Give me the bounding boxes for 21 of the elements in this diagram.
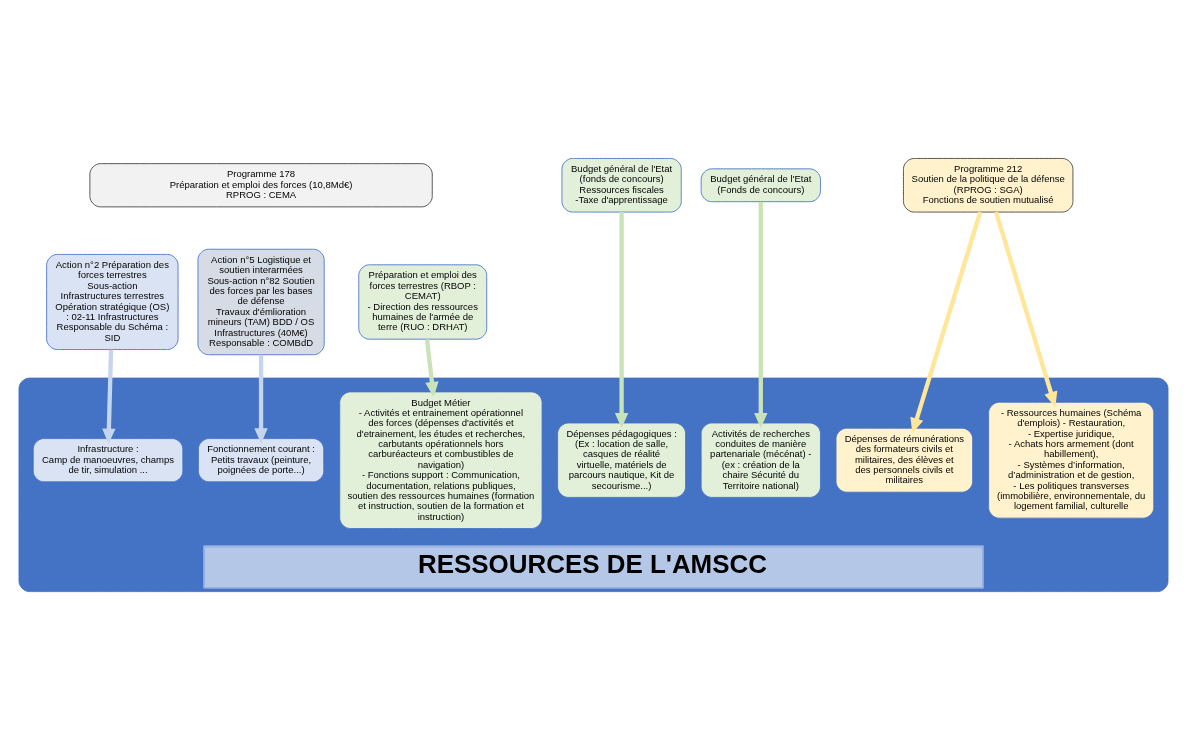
arrow	[910, 210, 983, 433]
node-box: Budget Métier - Activités et entrainement opérationnel des forces (dépenses d'activités et d'etrainement, les études et recherches, carbutants opérationnels hors carburéacteurs et combustibles de navigation) - Fonctions support : Communication, documentation, relations publiques, soutien des ressources humaines (formation et instruction, soutien de la formation et instruction)	[339, 390, 543, 529]
arrow	[254, 354, 268, 444]
arrow	[994, 210, 1058, 407]
node-box: Dépenses de rémunérations des formateurs civils et militaires, des élèves et des personnels civils et militaires	[835, 427, 974, 493]
arrow	[424, 338, 439, 397]
node-box: Programme 212 Soutien de la politique de la défense (RPROG : SGA) Fonctions de soutien mutualisé	[903, 157, 1074, 212]
node-box: Budget général de l'Etat (Fonds de concours)	[700, 167, 821, 202]
arrow	[614, 211, 629, 428]
node-box: Dépenses pédagogiques : (Ex : location de salle, casques de réalité virtuelle, matériels de parcours nautique, Kit de secourisme...)	[557, 422, 686, 498]
node-box: Fonctionnement courant : Petits travaux (peinture, poignées de porte...)	[197, 437, 325, 482]
node-box: - Ressources humaines (Schéma d'emplois) - Restauration, - Expertise juridique, - Achats hors armement (dont habillement), - Systèmes d’information, d’administration et de gestion, - Les politiques transverses (immobilière, environnementale, du logement familial, culturelle	[988, 401, 1155, 519]
node-box: Activités de recherches conduites de manière partenariale (mécénat) - (ex : création de la chaire Sécurité du Territoire national)	[700, 422, 821, 498]
node-box: Action n°5 Logistique et soutien interarmées Sous-action n°82 Soutien des forces par les bases de défense Travaux d'émlioration mineurs (TAM) BDD / OS Infrastructures (40M€) Responsable : COMBdD	[197, 248, 325, 355]
arrow	[754, 201, 768, 428]
node-box: Budget général de l'Etat (fonds de concours) Ressources fiscales -Taxe d'apprentissage	[561, 157, 682, 212]
arrow	[102, 349, 116, 444]
node-box: Programme 178 Préparation et emploi des forces (10,8Md€) RPROG : CEMA	[89, 162, 433, 207]
node-box: Action n°2 Préparation des forces terrestres Sous-action Infrastructures terrestres Opération stratégique (OS) : 02-11 Infrastructures Responsable du Schéma : SID	[46, 253, 179, 350]
node-box: Infrastructure : Camp de manoeuvres, champs de tir, simulation ...	[32, 437, 184, 482]
node-box: Préparation et emploi des forces terrestres (RBOP : CEMAT) - Direction des ressources humaines de l'armée de terre (RUO : DRHAT)	[358, 263, 488, 340]
